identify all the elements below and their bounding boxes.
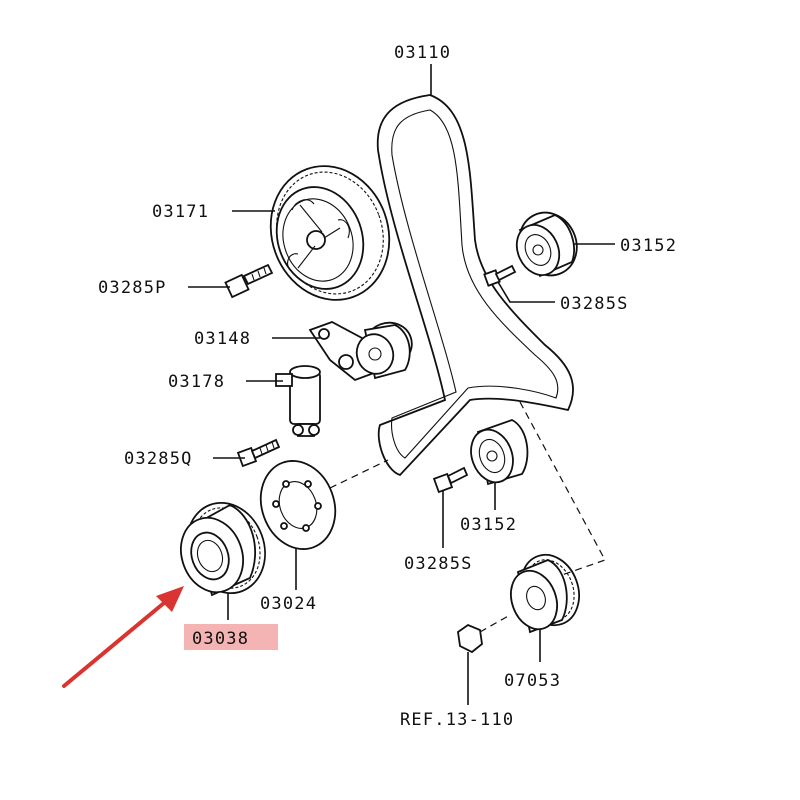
timing-belt[interactable]: [376, 94, 574, 477]
auto-tensioner[interactable]: [275, 365, 321, 437]
alignment-line-oil-pump: [519, 401, 606, 576]
label-crankshaft-sprocket: 03038: [192, 629, 249, 649]
leader-lines: [188, 64, 615, 705]
idler-pulley-bottom[interactable]: [464, 419, 529, 488]
oil-pump-nut[interactable]: [457, 623, 483, 654]
label-idler-pulley-top: 03152: [620, 236, 677, 256]
label-bolt-s-bottom: 03285S: [404, 554, 473, 574]
label-auto-tensioner: 03178: [168, 372, 225, 392]
label-bolt-p: 03285P: [98, 278, 167, 298]
label-camshaft-sprocket: 03171: [152, 202, 209, 222]
tensioner-arm[interactable]: [308, 316, 418, 382]
camshaft-sprocket[interactable]: [252, 149, 408, 316]
alignment-line-nut: [479, 614, 511, 633]
label-timing-belt: 03110: [394, 43, 451, 63]
idler-pulley-top[interactable]: [509, 203, 587, 285]
belt-guide-plate[interactable]: [249, 450, 347, 559]
red-arrow: [62, 586, 184, 688]
highlight-box-03038: [184, 624, 278, 650]
bolt-03285q[interactable]: [236, 438, 281, 468]
label-belt-guide-plate: 03024: [260, 594, 317, 614]
bolt-03285s-bottom[interactable]: [432, 466, 469, 494]
label-bolt-s-top: 03285S: [560, 294, 629, 314]
alignment-line-plate: [329, 459, 389, 489]
crankshaft-sprocket[interactable]: [171, 492, 278, 604]
label-tensioner-arm: 03148: [194, 329, 251, 349]
label-bolt-q: 03285Q: [124, 449, 193, 469]
bolt-03285s-top[interactable]: [483, 264, 517, 287]
label-idler-pulley-bottom: 03152: [460, 515, 517, 535]
bolt-03285p[interactable]: [224, 263, 274, 299]
oil-pump-sprocket[interactable]: [503, 547, 589, 636]
label-oil-pump-sprocket: 07053: [504, 671, 561, 691]
label-reference: REF.13-110: [400, 710, 514, 730]
